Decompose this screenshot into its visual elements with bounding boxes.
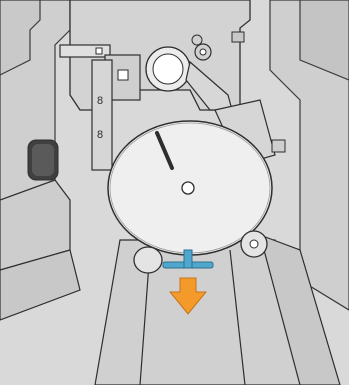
- guide-plate-left: [92, 60, 112, 170]
- side-tab: [232, 32, 244, 42]
- bolt-marker-1: 8: [97, 95, 103, 107]
- lower-roller-right-hub: [250, 240, 258, 248]
- right-bracket: [272, 140, 285, 152]
- handle-stem: [184, 250, 192, 268]
- upper-roller-core: [153, 54, 183, 84]
- upper-block-hole: [118, 70, 128, 80]
- lower-roller-left: [134, 247, 162, 273]
- tiny-gear: [192, 35, 202, 45]
- bolt-marker-2: 8: [97, 129, 103, 141]
- small-gear-hub: [200, 49, 206, 55]
- left-knob-face: [32, 144, 54, 176]
- bracket-hole: [96, 48, 102, 54]
- disc-hub: [182, 182, 194, 194]
